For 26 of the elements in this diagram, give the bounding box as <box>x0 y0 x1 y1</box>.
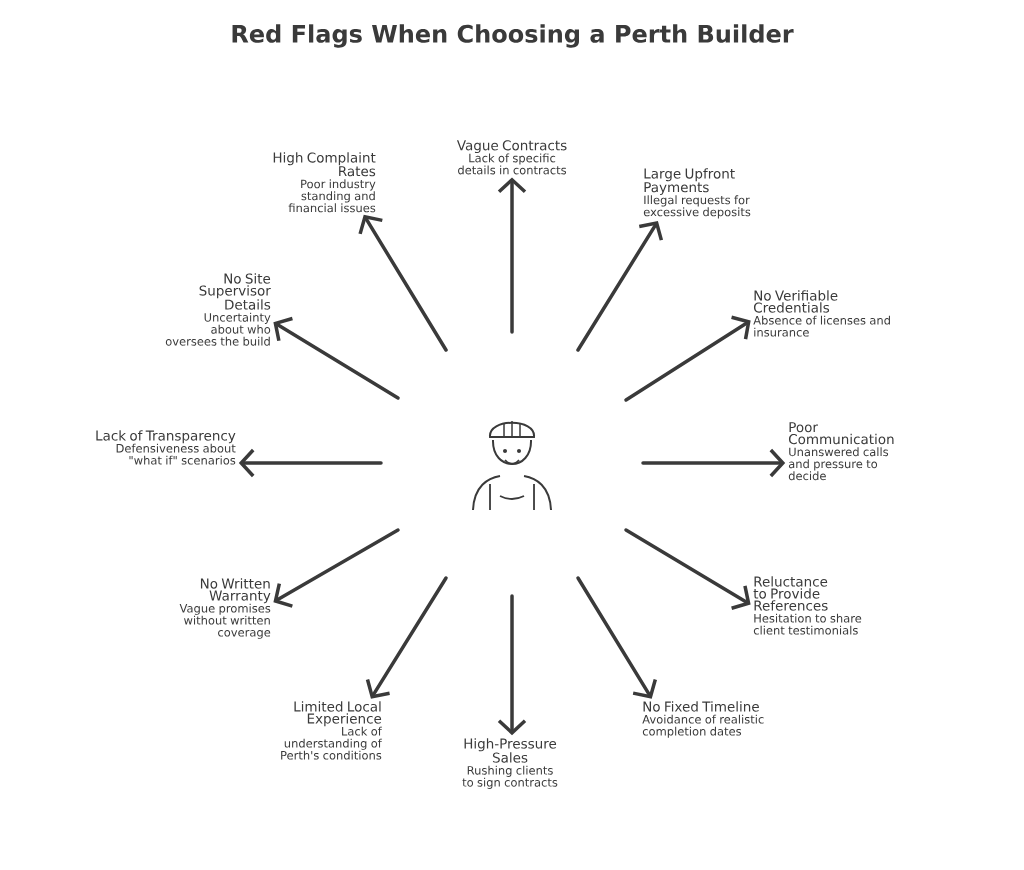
worker-drawing <box>472 420 552 511</box>
arrow <box>576 576 657 699</box>
arrow <box>641 448 786 478</box>
arrow <box>576 221 664 352</box>
flag-text: No Site Supervisor Details Uncertainty about who oversees the build <box>165 273 271 346</box>
arrow <box>273 528 400 608</box>
flag-text: High Complaint Rates Poor industry standing and financial issues <box>273 152 376 213</box>
flag-text: Limited Local Experience Lack of understanding of Perth's conditions <box>281 701 383 760</box>
flag-text: No Written Warranty Vague promises without written coverage <box>179 578 271 639</box>
arrow <box>365 576 448 699</box>
flag-text: High-Pressure Sales Rushing clients to sign contracts <box>462 738 558 789</box>
flag-text: No Verifiable Credentials Absence of licenses and insurance <box>753 290 890 337</box>
arrow <box>624 528 751 610</box>
arrow <box>624 315 751 402</box>
flag-text: No Fixed Timeline Avoidance of realistic completion dates <box>642 701 764 738</box>
flag-text: Reluctance to Provide References Hesitation to share client testimonials <box>753 576 862 635</box>
flag-text: Large Upfront Payments Illegal requests for excessive deposits <box>643 168 751 219</box>
arrow <box>358 214 448 352</box>
flag-text: Vague Contracts Lack of specific details in contracts <box>456 140 567 175</box>
arrow <box>497 594 527 736</box>
arrow <box>273 316 400 400</box>
flag-text: Poor Communication Unanswered calls and pressure to decide <box>788 422 894 481</box>
arrow <box>497 177 527 334</box>
title: Red Flags When Choosing a Perth Builder <box>232 24 794 48</box>
flag-text: Lack of Transparency Defensiveness about "what if" scenarios <box>96 430 236 465</box>
arrow <box>238 448 383 478</box>
